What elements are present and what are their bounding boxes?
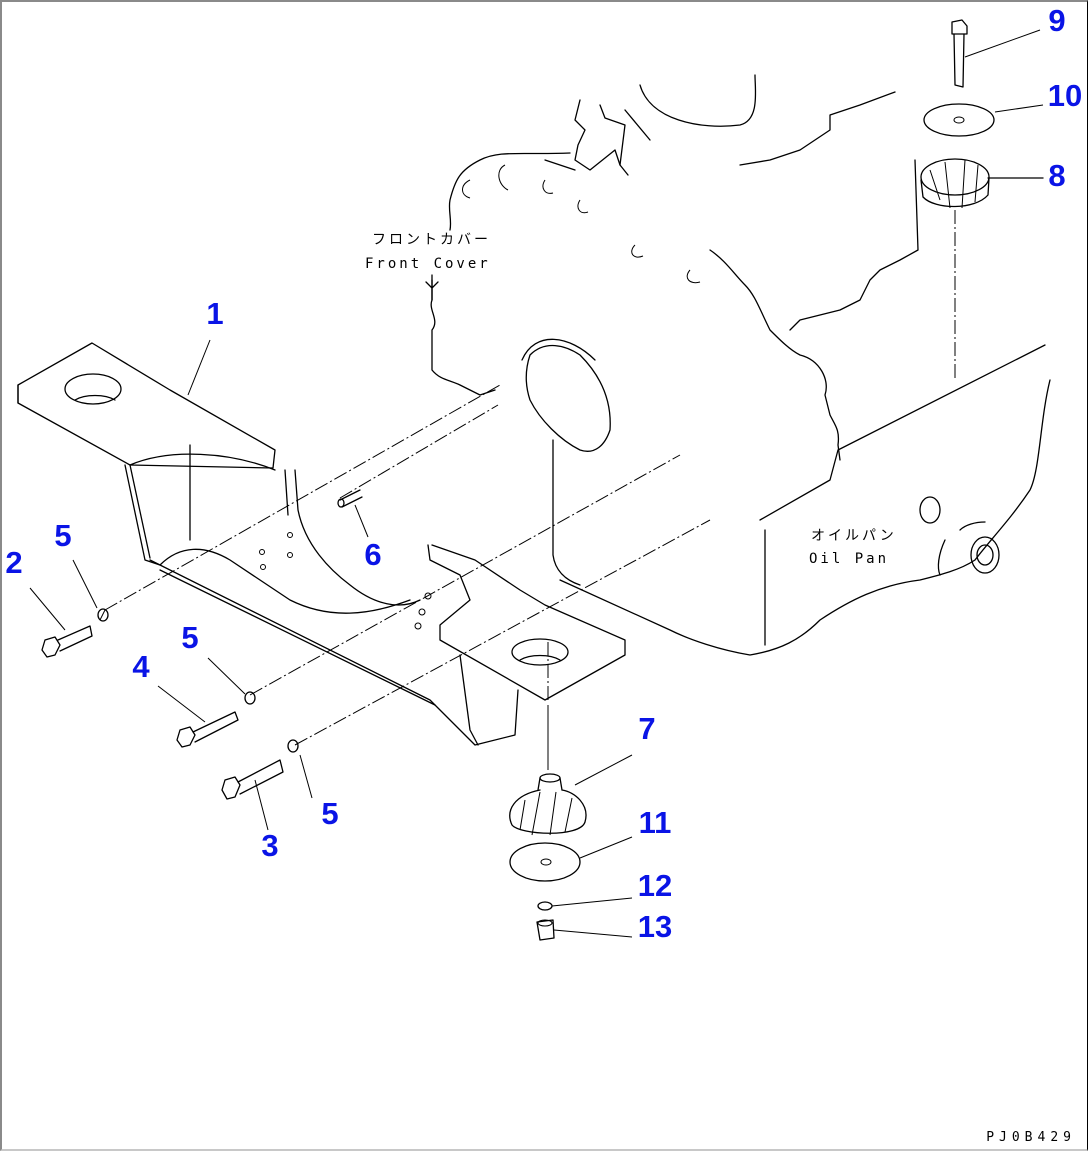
callout-12: 12 (637, 868, 673, 903)
callout-7: 7 (638, 711, 656, 746)
callout-9: 9 (1048, 3, 1066, 38)
oil-pan-label-jp: オイルパン (811, 528, 897, 544)
oil-pan-label-en: Oil Pan (809, 551, 890, 567)
callout-3: 3 (261, 828, 279, 863)
callout-5c: 5 (321, 796, 339, 831)
front-cover-label-jp: フロントカバー (372, 232, 491, 248)
engine-block (430, 74, 1051, 656)
front-cover-label-en: Front Cover (365, 256, 491, 272)
lower-mount-stack (509, 754, 633, 941)
callout-5b: 5 (181, 620, 199, 655)
callout-2: 2 (5, 545, 23, 580)
callout-5a: 5 (54, 518, 72, 553)
callout-4: 4 (132, 649, 150, 684)
pin-part-6 (337, 489, 369, 538)
front-cover-leader (425, 274, 439, 301)
drawing-id: PJ0B429 (986, 1130, 1076, 1145)
upper-mount-stack (920, 19, 1044, 209)
alignment-lines (104, 210, 956, 770)
callout-10: 10 (1047, 78, 1083, 113)
callout-6: 6 (364, 537, 382, 572)
bracket-part-1 (17, 342, 626, 746)
callout-8: 8 (1048, 158, 1066, 193)
bolts-and-washers (29, 559, 313, 831)
callout-13: 13 (637, 909, 673, 944)
callout-1: 1 (206, 296, 224, 331)
callout-11: 11 (638, 805, 672, 840)
part-1-leader (187, 339, 211, 396)
